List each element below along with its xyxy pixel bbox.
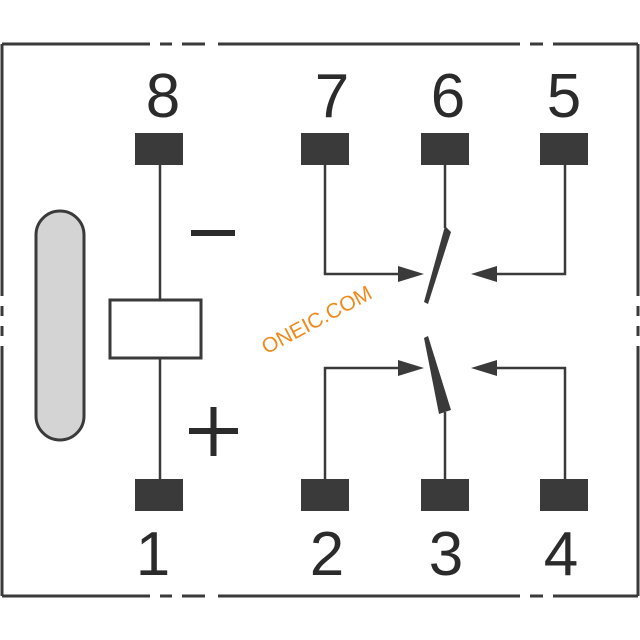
pin-label-6: 6 <box>431 62 465 131</box>
pad-7 <box>301 133 349 165</box>
pin-label-5: 5 <box>547 62 581 131</box>
coil <box>108 298 203 360</box>
pad-6 <box>421 133 469 165</box>
pad-1 <box>135 479 183 511</box>
orientation-marker <box>34 209 86 442</box>
pin-pads <box>135 133 588 511</box>
pin-label-8: 8 <box>146 62 180 131</box>
watermark: ONEIC.COM <box>258 282 376 359</box>
pin-label-4: 4 <box>544 520 578 589</box>
pad-3 <box>421 479 469 511</box>
pin-label-3: 3 <box>429 520 463 589</box>
package-outline <box>0 42 640 598</box>
pad-5 <box>540 133 588 165</box>
pin-label-1: 1 <box>136 520 170 589</box>
plus-sign <box>189 407 238 456</box>
switch-blades <box>424 226 451 414</box>
pad-4 <box>540 479 588 511</box>
switch-wiring <box>323 164 567 480</box>
pad-2 <box>301 479 349 511</box>
minus-sign <box>191 230 235 236</box>
pad-8 <box>135 133 183 165</box>
pin-label-7: 7 <box>315 62 349 131</box>
pin-label-2: 2 <box>310 520 344 589</box>
contact-arrowheads <box>398 266 497 376</box>
